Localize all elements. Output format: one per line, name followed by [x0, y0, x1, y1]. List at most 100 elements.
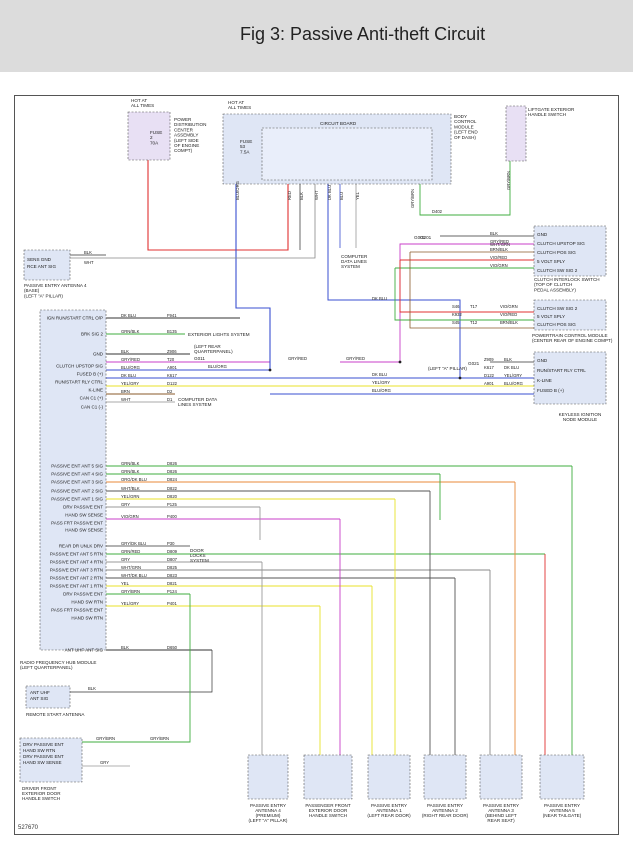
- bottom-connector-label-line: (RIGHT REAR DOOR): [422, 813, 469, 818]
- pcm-wire-label: BRN/BLK: [500, 320, 518, 325]
- rfhm-pin: RUN/START RLY CTRL: [55, 380, 103, 385]
- rfhm-wire-circuit: D822: [167, 486, 178, 491]
- wht-wire: [70, 182, 316, 259]
- rfhm-wire-circuit: D826: [167, 461, 178, 466]
- rfhm-pin: PASSIVE ENT ANT 2 SIG: [51, 489, 103, 494]
- kin-wire-circuit: Z909: [484, 357, 494, 362]
- bcm-label-line: MODULE: [454, 124, 474, 129]
- rfhm-wire-circuit: D807: [167, 557, 178, 562]
- bcm-label-line: OF DASH): [454, 135, 476, 140]
- misc-label: GRY/BRN: [410, 189, 415, 208]
- kin-pins-line: K-LINE: [537, 378, 552, 383]
- rfhm-pin: PASSIVE ENT ANT 3 RTN: [50, 568, 103, 573]
- misc-label: DK BLU: [372, 296, 387, 301]
- kin-box: [533, 351, 607, 405]
- clutch-pins-line: 5 VOLT SPLY: [537, 259, 565, 264]
- bottom-connector-label-line: ANTENNA 5: [549, 808, 575, 813]
- base-antenna-label-line: (BASE): [24, 288, 40, 293]
- bottom-connector-label-line: ANTENNA 1: [376, 808, 402, 813]
- rfhm-pin: HAND SW RTN: [71, 600, 103, 605]
- bcm-wire-label: BLK: [299, 192, 304, 200]
- rfhm-pin: CLUTCH UPSTOP SIG: [56, 364, 103, 369]
- rfhm-wire-color: BLK: [121, 645, 129, 650]
- rfhm-pin: PASSIVE ENT ANT 4 RTN: [50, 560, 103, 565]
- pdc-box: [127, 111, 171, 161]
- kin-wire-color: YEL/GRY: [504, 373, 522, 378]
- bcm-wire-label: RED: [287, 191, 292, 200]
- drv-handle-box: [19, 737, 83, 783]
- rs-wire: [70, 650, 213, 693]
- drv-handle-label-line: HANDLE SWITCH: [22, 796, 60, 801]
- rfhm-wire-color: WHT: [121, 397, 131, 402]
- pdc-label-line: OF ENGINE: [174, 143, 199, 148]
- blu-org-wire: [235, 184, 271, 370]
- bcm-wire-label: BLU/ORG: [235, 181, 240, 200]
- bottom-connector-label-line: PASSIVE ENTRY: [250, 803, 286, 808]
- rfhm-wire-circuit: P125: [167, 502, 177, 507]
- rfhm-wire-color: VIO/GRN: [121, 514, 139, 519]
- rfhm-wire-circuit: D825: [167, 565, 178, 570]
- circuit-board-box: [261, 127, 433, 181]
- rfhm-pin: HAND SW SENSE: [65, 513, 103, 518]
- rs-antenna-pins-line: ANT SIG: [30, 696, 49, 701]
- bcm-label-line: (LEFT END: [454, 130, 478, 135]
- gnd-g021: G021: [468, 361, 480, 366]
- red-power-wire: [147, 160, 289, 251]
- clutch-pins-line: GND: [537, 232, 548, 237]
- rfhm-wire-color: WHT/BLK: [121, 486, 140, 491]
- bcm-wire-label: DK BLU: [327, 185, 332, 200]
- rfhm-pin: PASSIVE ENT ANT 1 SIG: [51, 497, 103, 502]
- base-antenna-pins-line: RCE ANT SIG: [27, 264, 56, 269]
- pcm-pins-line: CLUTCH SW SIG 2: [537, 306, 578, 311]
- rfhm-wire-circuit: A901: [167, 365, 177, 370]
- kin-pins-line: GND: [537, 358, 548, 363]
- rfhm-pin: CAN C1 (+): [80, 396, 104, 401]
- bottom-connector-box: [247, 754, 289, 800]
- kin-wire-circuit: K617: [484, 365, 494, 370]
- rfhm-pin: GND: [93, 352, 104, 357]
- rfhm-pin: FUSED B (+): [77, 372, 104, 377]
- rs-antenna-pins-line: ANT UHF: [30, 690, 50, 695]
- rfhm-wire-color: YEL/GRY: [121, 601, 139, 606]
- liftgate-box: [505, 105, 527, 162]
- rfhm-wire-color: YEL/GRN: [121, 494, 139, 499]
- drv-handle-pins-line: HAND SW SENSE: [23, 760, 62, 765]
- pcm-pins-line: 5 VOLT SPLY: [537, 314, 565, 319]
- rfhm-wire-color: WHT/DK BLU: [121, 573, 147, 578]
- bcm-wire-label: YEL: [355, 191, 360, 200]
- rs-antenna-box: [25, 685, 71, 709]
- rfhm-pin: K-LINE: [88, 388, 103, 393]
- computer-data-label-line: COMPUTER: [341, 254, 368, 259]
- pdc-label-line: ASSEMBLY: [174, 133, 198, 138]
- misc-label: GRY/RED: [346, 356, 365, 361]
- rfhm-wire-color: BLU/ORG: [121, 365, 140, 370]
- bottom-connector-label-line: PASSIVE ENTRY: [483, 803, 519, 808]
- liftgate-wire: [419, 160, 511, 216]
- bottom-connector-label-line: (PREMIUM): [256, 813, 281, 818]
- pdc-label-line: (LEFT SIDE: [174, 138, 199, 143]
- pdc-label-line: CENTER: [174, 127, 194, 132]
- rs-wire-label: BLK: [88, 686, 96, 691]
- door-locks-label-line: DOOR: [190, 548, 204, 553]
- bottom-connector-label-line: REAR SEAT): [487, 818, 515, 823]
- gnd-g011: G011: [194, 356, 205, 361]
- rfhm-wire-circuit: D820: [167, 494, 178, 499]
- rfhm-wire-circuit: D824: [167, 477, 178, 482]
- bottom-connector-label-line: ANTENNA 3: [488, 808, 514, 813]
- pdc-label-line: DISTRIBUTION: [174, 122, 206, 127]
- rfhm-wire-circuit: D2: [167, 389, 173, 394]
- drv-wire-label: GRY/BRN: [96, 736, 115, 741]
- rfhm-pin: IGN RUN/START CTRL O/P: [47, 316, 103, 321]
- rfhm-pin: DRV PASSIVE ENT: [63, 505, 103, 510]
- rfhm-wire-circuit: D122: [167, 381, 178, 386]
- rfhm-wire-color: BRN: [121, 389, 130, 394]
- liftgate-label-line: HANDLE SWITCH: [528, 112, 566, 117]
- circuit-board-label: CIRCUIT BOARD: [320, 121, 357, 126]
- base-ant-wht-label: WHT: [84, 260, 94, 265]
- rfhm-wire-color: DK BLU: [121, 313, 136, 318]
- rfhm-wire-circuit: K617: [167, 373, 177, 378]
- vio-grn-pcm: [394, 268, 534, 321]
- bcm-fuse-label-line: FUSE: [240, 139, 252, 144]
- pdc-hot-label-line: HOT AT: [131, 98, 147, 103]
